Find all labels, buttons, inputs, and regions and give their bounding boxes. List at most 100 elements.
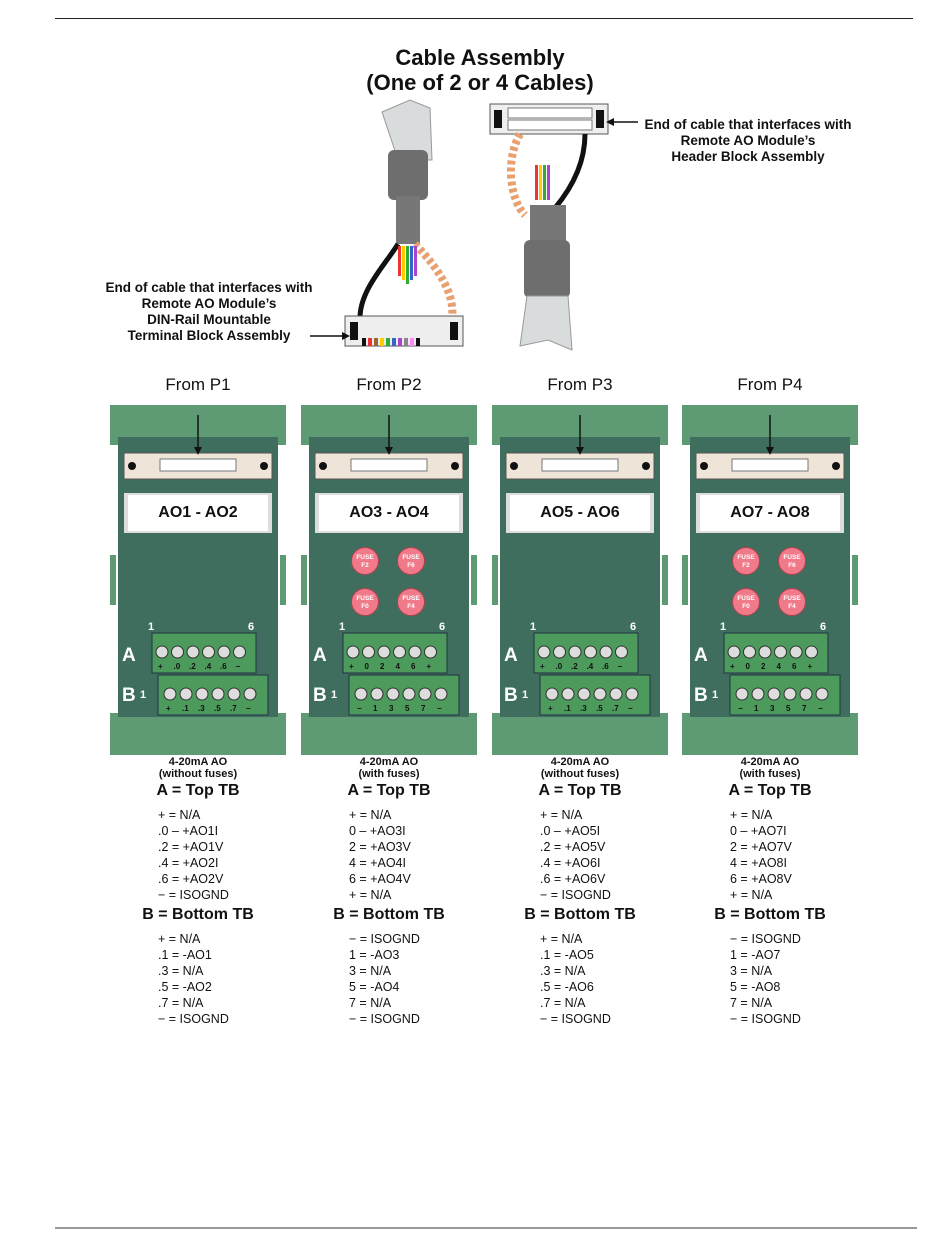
terminal-a-screw	[362, 645, 375, 659]
top-rule	[55, 18, 913, 19]
bottom-tb-pin-entry: .3 = N/A	[540, 964, 586, 978]
terminal-b-screw	[227, 687, 241, 701]
terminal-a-screw	[727, 645, 741, 659]
terminal-b-pin-label: .5	[596, 704, 603, 713]
terminal-b-pin-label: .1	[564, 704, 571, 713]
terminal-a-pin-label: 2	[761, 662, 766, 671]
header-screw-right	[832, 462, 840, 470]
terminal-a-pin-label: 4	[776, 662, 781, 671]
terminal-a-screw	[233, 645, 246, 659]
bottom-rail	[492, 713, 668, 755]
from-arrow-head	[576, 447, 584, 455]
top-tb-heading: A = Top TB	[538, 782, 622, 799]
terminal-a-screw	[408, 645, 422, 659]
top-tb-pin-entry: − = ISOGND	[540, 888, 611, 902]
side-clip-right	[471, 555, 477, 605]
header-screw-left	[510, 462, 518, 470]
module-type: 4-20mA AO	[359, 756, 419, 768]
top-tb-pin-entry: .0 – +AO1I	[158, 824, 219, 838]
bottom-rail	[301, 713, 477, 755]
terminal-a-first-number: 1	[148, 621, 155, 633]
terminal-a-screw	[758, 645, 772, 659]
terminal-a-screw	[424, 645, 437, 659]
terminal-a-pin-label: −	[235, 662, 241, 671]
bottom-tb-pin-entry: .5 = -AO2	[158, 980, 212, 994]
module-type-note: (without fuses)	[540, 768, 620, 780]
bottom-rule	[55, 1227, 917, 1229]
terminal-a-pin-label: +	[349, 662, 354, 671]
bottom-tb-pin-entry: .7 = N/A	[540, 996, 586, 1010]
terminal-b-screw	[179, 687, 193, 701]
right-cable-sleeve	[524, 240, 570, 298]
terminal-a-screw	[155, 645, 169, 659]
module-from-label: From P2	[356, 375, 422, 394]
right-cable-black-wire	[553, 133, 588, 210]
terminal-a-screw	[346, 645, 360, 659]
from-arrow-head	[194, 447, 202, 455]
side-clip-left	[682, 555, 688, 605]
terminal-a-first-number: 1	[530, 621, 537, 633]
terminal-a-first-number: 1	[720, 621, 727, 633]
module-type: 4-20mA AO	[740, 756, 800, 768]
right-connector-latch-2	[596, 110, 604, 128]
terminal-b-pin-label: −	[818, 704, 823, 713]
terminal-a-pin-label: +	[540, 662, 545, 671]
side-clip-right	[852, 555, 858, 605]
terminal-a-pin-label: .2	[189, 662, 196, 671]
terminal-b-pin-label: 1	[754, 704, 759, 713]
top-tb-pin-entry: 4 = +AO4I	[349, 856, 406, 870]
figure-title: Cable Assembly (One of 2 or 4 Cables)	[330, 45, 630, 95]
terminal-b-pin-label: 7	[802, 704, 807, 713]
header-screw-left	[128, 462, 136, 470]
left-connector-pins	[362, 338, 420, 346]
side-clip-left	[492, 555, 498, 605]
bottom-tb-pin-entry: 3 = N/A	[349, 964, 392, 978]
row-a-letter: A	[504, 645, 518, 666]
header-screw-left	[319, 462, 327, 470]
bottom-tb-pin-entry: .1 = -AO1	[158, 948, 212, 962]
terminal-b-pin-label: 3	[770, 704, 775, 713]
top-tb-pin-entry: .4 = +AO2I	[158, 856, 219, 870]
top-tb-pin-entry: .0 – +AO5I	[540, 824, 601, 838]
board-graphic	[682, 405, 858, 755]
right-connector-latch-1	[494, 110, 502, 128]
module-from-label: From P4	[737, 375, 803, 394]
bottom-tb-pin-entry: + = N/A	[158, 932, 201, 946]
bottom-tb-pin-list: + = N/A.1 = -AO1.3 = N/A.5 = -AO2.7 = N/…	[158, 931, 229, 1027]
row-a-letter: A	[122, 645, 136, 666]
terminal-a-screw	[615, 645, 628, 659]
terminal-a-pin-label: 0	[364, 662, 369, 671]
terminal-a-screw	[217, 645, 231, 659]
module-label: AO1 - AO2	[128, 495, 268, 531]
bottom-rail	[682, 713, 858, 755]
terminal-a-screw	[774, 645, 787, 659]
callout-left-line-3: DIN-Rail Mountable	[147, 312, 271, 327]
terminal-b-pin-label: 5	[405, 704, 410, 713]
top-tb-pin-entry: .2 = +AO5V	[540, 840, 606, 854]
cable-left-black-wire	[357, 242, 401, 319]
bottom-tb-pin-entry: 3 = N/A	[730, 964, 773, 978]
row-b-letter: B	[504, 685, 518, 706]
top-tb-pin-entry: .4 = +AO6I	[540, 856, 601, 870]
terminal-board	[492, 405, 668, 755]
top-tb-pin-entry: + = N/A	[349, 808, 392, 822]
terminal-b-pin-label: +	[166, 704, 171, 713]
cable-left-sleeve	[388, 150, 428, 200]
top-tb-pin-entry: + = N/A	[158, 808, 201, 822]
callout-left: End of cable that interfaces with Remote…	[95, 280, 323, 344]
terminal-b-screw	[593, 687, 607, 701]
terminal-b-screw	[163, 687, 177, 701]
title-line-2: (One of 2 or 4 Cables)	[366, 70, 594, 95]
left-callout-arrow-head	[342, 332, 350, 340]
terminal-b-pin-label: −	[738, 704, 743, 713]
terminal-a-screw	[568, 645, 582, 659]
terminal-a-screw	[377, 645, 391, 659]
terminal-a-pin-label: .2	[571, 662, 578, 671]
module-from-label: From P1	[165, 375, 231, 394]
top-tb-pin-entry: .6 = +AO2V	[158, 872, 224, 886]
callout-left-line-1: End of cable that interfaces with	[105, 280, 313, 295]
terminal-b-screw	[561, 687, 575, 701]
top-tb-pin-entry: .6 = +AO6V	[540, 872, 606, 886]
